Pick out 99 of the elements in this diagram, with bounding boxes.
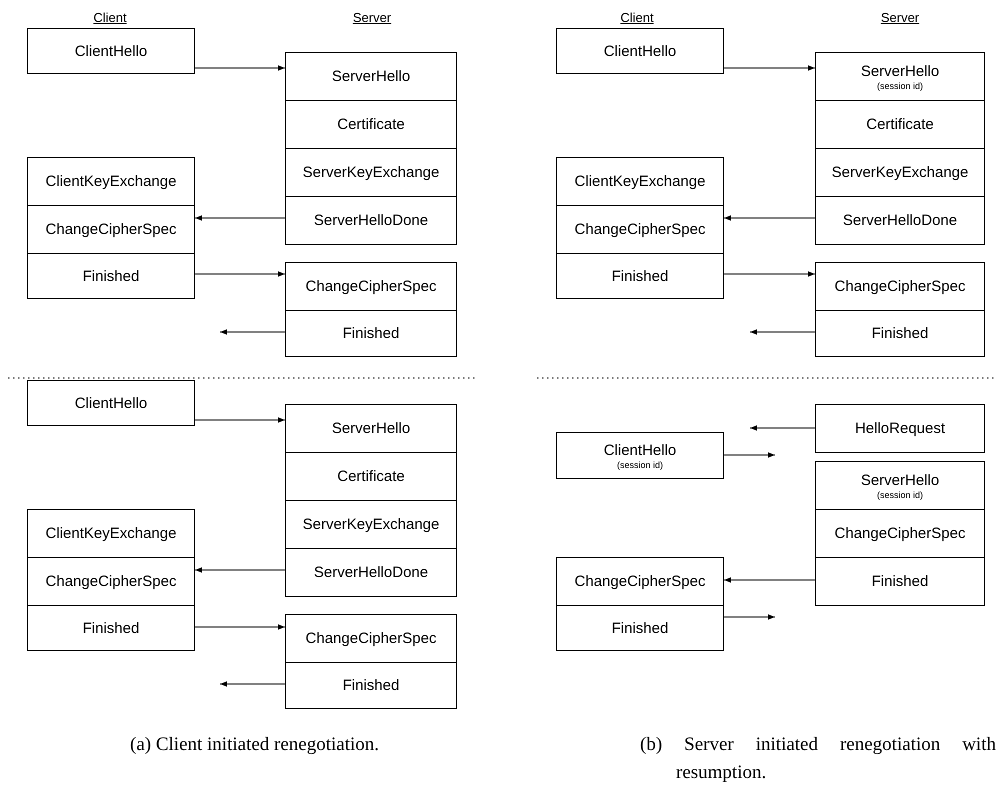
message-label: ChangeCipherSpec <box>574 221 706 238</box>
arrow <box>194 567 286 573</box>
message-box <box>815 509 985 558</box>
message-label: ServerHello <box>332 420 410 437</box>
message-label: ServerHello <box>860 62 940 80</box>
arrow <box>750 329 816 335</box>
message-label: ClientHello <box>74 394 148 412</box>
message-box <box>815 461 985 510</box>
message-box <box>285 548 457 597</box>
message-box <box>815 262 985 311</box>
message-label: ChangeCipherSpec <box>306 278 436 295</box>
arrow <box>194 215 286 221</box>
message-box <box>27 509 195 558</box>
message-box <box>285 404 457 453</box>
message-box <box>285 262 457 311</box>
column-header: Client <box>620 10 654 25</box>
message-label: ChangeCipherSpec <box>834 525 966 542</box>
message-label: ClientHello <box>74 42 148 60</box>
message-box <box>285 52 457 101</box>
arrow <box>724 614 776 620</box>
message-box <box>27 28 195 74</box>
message-box <box>815 404 985 453</box>
message-note: (session id) <box>616 460 663 470</box>
message-label: Finished <box>342 325 400 342</box>
message-label: Finished <box>872 573 928 590</box>
message-label: ClientHello <box>604 42 676 60</box>
column-header: Client <box>93 10 127 25</box>
figure-caption: (b) Server initiated renegotiation with resumption. <box>640 733 996 785</box>
message-label: ChangeCipherSpec <box>834 278 966 295</box>
message-box <box>815 557 985 606</box>
message-box <box>285 310 457 357</box>
message-box <box>556 253 724 299</box>
message-box <box>285 148 457 197</box>
message-label: Certificate <box>337 468 405 485</box>
message-box <box>285 500 457 549</box>
message-box <box>556 432 724 479</box>
message-label: ServerHelloDone <box>842 212 958 229</box>
message-label: HelloRequest <box>854 420 946 437</box>
message-label: ChangeCipherSpec <box>46 221 176 238</box>
message-box <box>27 605 195 651</box>
message-box <box>556 605 724 651</box>
arrow <box>724 65 816 71</box>
message-box <box>285 452 457 501</box>
message-label: Finished <box>612 620 668 636</box>
column-header: Server <box>880 10 920 25</box>
message-label: ServerHelloDone <box>314 212 428 229</box>
arrow <box>750 425 816 431</box>
message-box <box>27 557 195 606</box>
message-note: (session id) <box>876 490 923 500</box>
message-label: ClientKeyExchange <box>574 173 706 190</box>
message-label: ClientHello <box>604 442 676 458</box>
message-label: ChangeCipherSpec <box>46 573 176 590</box>
arrow <box>220 681 286 687</box>
arrow <box>724 577 816 583</box>
message-box <box>815 148 985 197</box>
message-box <box>27 380 195 426</box>
message-box <box>556 205 724 254</box>
message-label: ChangeCipherSpec <box>574 573 706 590</box>
message-label: ClientKeyExchange <box>46 525 176 542</box>
message-box <box>556 28 724 74</box>
message-label: ServerKeyExchange <box>832 164 968 181</box>
message-label: ServerHelloDone <box>314 564 428 581</box>
message-label: ClientKeyExchange <box>46 173 176 190</box>
message-label: ServerHello <box>332 68 410 85</box>
message-box <box>285 662 457 709</box>
message-box <box>285 196 457 245</box>
arrow <box>194 624 286 630</box>
message-box <box>285 100 457 149</box>
message-box <box>285 614 457 663</box>
message-label: ServerKeyExchange <box>302 164 440 181</box>
message-label: ChangeCipherSpec <box>306 630 436 647</box>
message-label: Finished <box>872 325 928 342</box>
message-note: (session id) <box>876 80 923 90</box>
message-label: Certificate <box>337 116 405 133</box>
message-box <box>556 557 724 606</box>
message-label: Finished <box>612 268 668 284</box>
arrow <box>220 329 286 335</box>
arrow <box>194 271 286 277</box>
arrow <box>724 452 776 458</box>
arrow <box>724 271 816 277</box>
message-label: Finished <box>342 677 400 694</box>
figure-caption: (a) Client initiated renegotiation. <box>130 733 380 757</box>
message-box <box>815 52 985 101</box>
message-label: Finished <box>82 268 140 284</box>
arrow <box>194 417 286 423</box>
message-box <box>27 205 195 254</box>
message-box <box>815 310 985 357</box>
column-header: Server <box>352 10 392 25</box>
message-label: Certificate <box>866 116 934 133</box>
arrow <box>194 65 286 71</box>
message-box <box>27 157 195 206</box>
message-label: Finished <box>82 620 140 636</box>
message-box <box>815 100 985 149</box>
message-box <box>556 157 724 206</box>
message-box <box>27 253 195 299</box>
arrow <box>724 215 816 221</box>
message-box <box>815 196 985 245</box>
message-label: ServerKeyExchange <box>302 516 440 533</box>
message-label: ServerHello <box>860 472 940 488</box>
